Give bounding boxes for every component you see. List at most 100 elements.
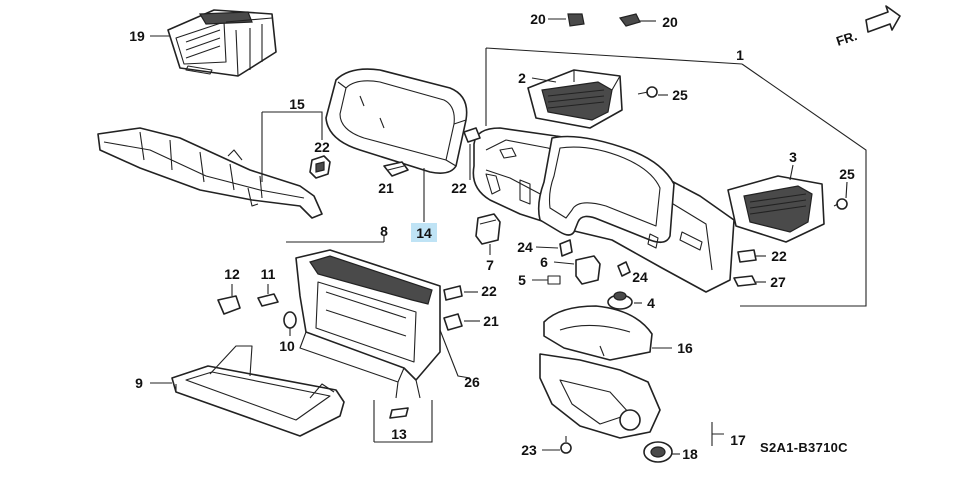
callout-11: 11 bbox=[261, 266, 276, 282]
part-16-upper-column-cover bbox=[543, 305, 672, 361]
callout-17: 17 bbox=[730, 432, 746, 448]
callout-14: 14 bbox=[411, 223, 437, 242]
callout-number: 20 bbox=[530, 11, 546, 27]
part-25-screw-b bbox=[833, 181, 848, 210]
part-24-clip-b bbox=[617, 261, 631, 277]
callout-number: 2 bbox=[518, 70, 526, 86]
callout-number: 5 bbox=[518, 272, 526, 288]
part-9-glovebox-lid bbox=[150, 345, 345, 437]
callout-20: 20 bbox=[530, 11, 546, 27]
callout-22: 22 bbox=[451, 180, 467, 196]
front-direction-label: FR. bbox=[834, 28, 859, 49]
part-17-lower-column-cover bbox=[539, 353, 724, 446]
callout-number: 11 bbox=[261, 266, 276, 282]
callout-5: 5 bbox=[518, 272, 526, 288]
callout-19: 19 bbox=[129, 28, 145, 44]
callout-number: 14 bbox=[416, 225, 432, 241]
callout-25: 25 bbox=[839, 166, 855, 182]
callout-number: 22 bbox=[481, 283, 497, 299]
callout-number: 7 bbox=[486, 257, 494, 273]
part-14-meter-frame bbox=[325, 68, 468, 222]
callout-number: 22 bbox=[771, 248, 787, 264]
callout-9: 9 bbox=[135, 375, 143, 391]
callout-number: 21 bbox=[483, 313, 499, 329]
part-8-glovebox-frame bbox=[286, 236, 471, 399]
part-2-center-vent bbox=[527, 69, 623, 129]
callout-number: 1 bbox=[736, 47, 744, 63]
callout-2: 2 bbox=[518, 70, 526, 86]
part-6-bracket bbox=[553, 255, 601, 285]
front-direction-arrow bbox=[865, 5, 901, 33]
callout-6: 6 bbox=[540, 254, 548, 270]
callout-number: 21 bbox=[378, 180, 394, 196]
callout-number: 27 bbox=[770, 274, 786, 290]
callout-3: 3 bbox=[789, 149, 797, 165]
callout-number: 6 bbox=[540, 254, 548, 270]
callout-number: 4 bbox=[647, 295, 655, 311]
callout-10: 10 bbox=[279, 338, 295, 354]
callout-27: 27 bbox=[770, 274, 786, 290]
part-22-clip-a bbox=[309, 155, 331, 179]
callout-4: 4 bbox=[647, 295, 655, 311]
part-12-bracket bbox=[217, 284, 241, 315]
callout-number: 9 bbox=[135, 375, 143, 391]
part-11-clip bbox=[257, 284, 279, 307]
part-20-clip-b bbox=[618, 13, 656, 27]
callout-number: 3 bbox=[789, 149, 797, 165]
callout-22: 22 bbox=[771, 248, 787, 264]
part-19-side-vent bbox=[150, 9, 277, 77]
callout-highlight bbox=[411, 223, 437, 242]
callout-number: 16 bbox=[677, 340, 693, 356]
part-5-pin bbox=[532, 275, 561, 285]
part-27-clip-right bbox=[733, 275, 766, 287]
callout-number: 22 bbox=[314, 139, 330, 155]
callout-number: 19 bbox=[129, 28, 145, 44]
callout-13: 13 bbox=[391, 426, 407, 442]
callout-21: 21 bbox=[483, 313, 499, 329]
part-21-clip-b bbox=[443, 313, 480, 331]
callout-18: 18 bbox=[682, 446, 698, 462]
callout-26: 26 bbox=[464, 374, 480, 390]
callout-25: 25 bbox=[672, 87, 688, 103]
part-4-grommet bbox=[607, 291, 642, 310]
callout-23: 23 bbox=[521, 442, 537, 458]
callout-8: 8 bbox=[380, 223, 388, 239]
callout-number: 13 bbox=[391, 426, 407, 442]
callout-24: 24 bbox=[517, 239, 533, 255]
diagram-code: S2A1-B3710C bbox=[760, 440, 848, 455]
callout-number: 26 bbox=[464, 374, 480, 390]
callout-number: 10 bbox=[279, 338, 295, 354]
part-7-bracket bbox=[475, 213, 501, 255]
part-1-dashboard bbox=[472, 47, 867, 307]
callout-7: 7 bbox=[486, 257, 494, 273]
callout-number: 24 bbox=[517, 239, 533, 255]
part-22-clip-c bbox=[443, 285, 478, 301]
part-18-ring bbox=[643, 441, 680, 463]
part-21-clip-a bbox=[383, 161, 409, 177]
callout-22: 22 bbox=[314, 139, 330, 155]
callout-number: 15 bbox=[289, 96, 305, 112]
callout-20: 20 bbox=[662, 14, 678, 30]
callout-number: 17 bbox=[730, 432, 746, 448]
part-10-damper bbox=[283, 311, 297, 336]
callout-24: 24 bbox=[632, 269, 648, 285]
callout-12: 12 bbox=[224, 266, 240, 282]
part-15-lower-duct bbox=[97, 111, 323, 219]
callout-number: 20 bbox=[662, 14, 678, 30]
callout-number: 22 bbox=[451, 180, 467, 196]
part-25-screw-a bbox=[637, 86, 668, 98]
part-3-right-vent bbox=[727, 164, 825, 243]
part-13-pad bbox=[373, 400, 433, 443]
callout-22: 22 bbox=[481, 283, 497, 299]
part-20-clip-a bbox=[548, 13, 585, 27]
callout-21: 21 bbox=[378, 180, 394, 196]
part-23-screw bbox=[542, 436, 572, 454]
callout-16: 16 bbox=[677, 340, 693, 356]
part-22-clip-right bbox=[737, 249, 766, 263]
callout-number: 25 bbox=[672, 87, 688, 103]
callout-number: 18 bbox=[682, 446, 698, 462]
callout-number: 25 bbox=[839, 166, 855, 182]
part-24-clip-a bbox=[535, 239, 573, 257]
